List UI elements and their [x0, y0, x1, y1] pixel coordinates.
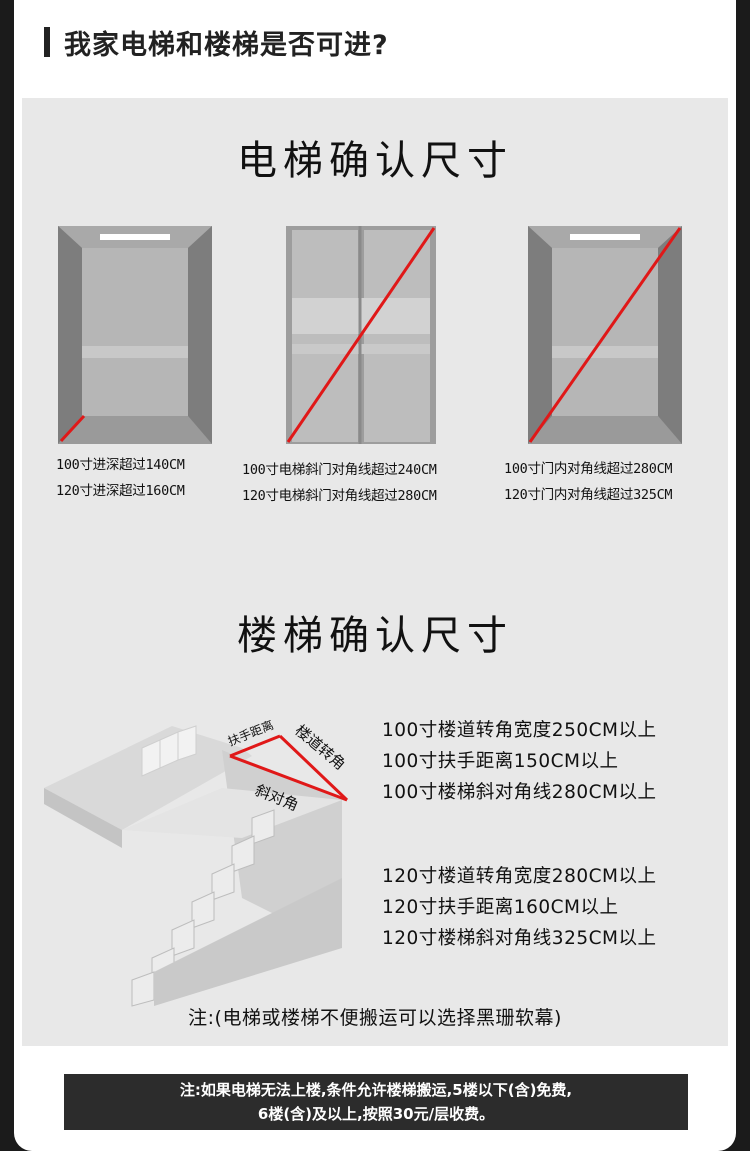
- size-check-panel: 电梯确认尺寸 100寸进深超过140CM 120寸进深超过160CM 100寸电…: [22, 98, 728, 1046]
- section-header: 我家电梯和楼梯是否可进?: [44, 22, 389, 62]
- elevator-door-caption-100: 100寸电梯斜门对角线超过240CM: [242, 462, 437, 478]
- elevator-inner-caption-100: 100寸门内对角线超过280CM: [504, 461, 673, 477]
- stairs-section-title: 楼梯确认尺寸: [237, 613, 513, 659]
- shipping-fee-notice: 注:如果电梯无法上楼,条件允许楼梯搬运,5楼以下(含)免费, 6楼(含)及以上,…: [64, 1074, 688, 1130]
- elevator-depth-illustration: [58, 226, 212, 444]
- shipping-fee-line-1: 注:如果电梯无法上楼,条件允许楼梯搬运,5楼以下(含)免费,: [179, 1081, 573, 1099]
- stairs-spec-100-diagonal: 100寸楼梯斜对角线280CM以上: [382, 782, 657, 803]
- stairs-spec-100-handrail: 100寸扶手距离150CM以上: [382, 751, 619, 772]
- elevator-depth-caption-120: 120寸进深超过160CM: [56, 483, 185, 499]
- elevator-section-title: 电梯确认尺寸: [237, 138, 513, 184]
- stairs-spec-120-diagonal: 120寸楼梯斜对角线325CM以上: [382, 928, 657, 949]
- elevator-inner-caption-120: 120寸门内对角线超过325CM: [504, 487, 673, 503]
- staircase-illustration: 扶手距离 楼道转角 斜对角: [44, 718, 349, 1007]
- stairs-spec-100-turn: 100寸楼道转角宽度250CM以上: [382, 720, 657, 741]
- page-title: 我家电梯和楼梯是否可进?: [64, 29, 389, 61]
- stairs-spec-120-turn: 120寸楼道转角宽度280CM以上: [382, 866, 657, 887]
- elevator-door-caption-120: 120寸电梯斜门对角线超过280CM: [242, 488, 437, 504]
- handrail-distance-label: 扶手距离: [226, 718, 276, 749]
- elevator-inner-illustration: [528, 226, 682, 444]
- elevator-depth-caption-100: 100寸进深超过140CM: [56, 457, 185, 473]
- elevator-door-illustration: [286, 226, 436, 444]
- alternative-note: 注:(电梯或楼梯不便搬运可以选择黑珊软幕): [188, 1007, 562, 1029]
- shipping-fee-line-2: 6楼(含)及以上,按照30元/层收费。: [257, 1105, 495, 1123]
- stairs-spec-120-handrail: 120寸扶手距离160CM以上: [382, 897, 619, 918]
- header-accent-bar: [44, 27, 50, 57]
- corridor-turn-label: 楼道转角: [291, 721, 349, 773]
